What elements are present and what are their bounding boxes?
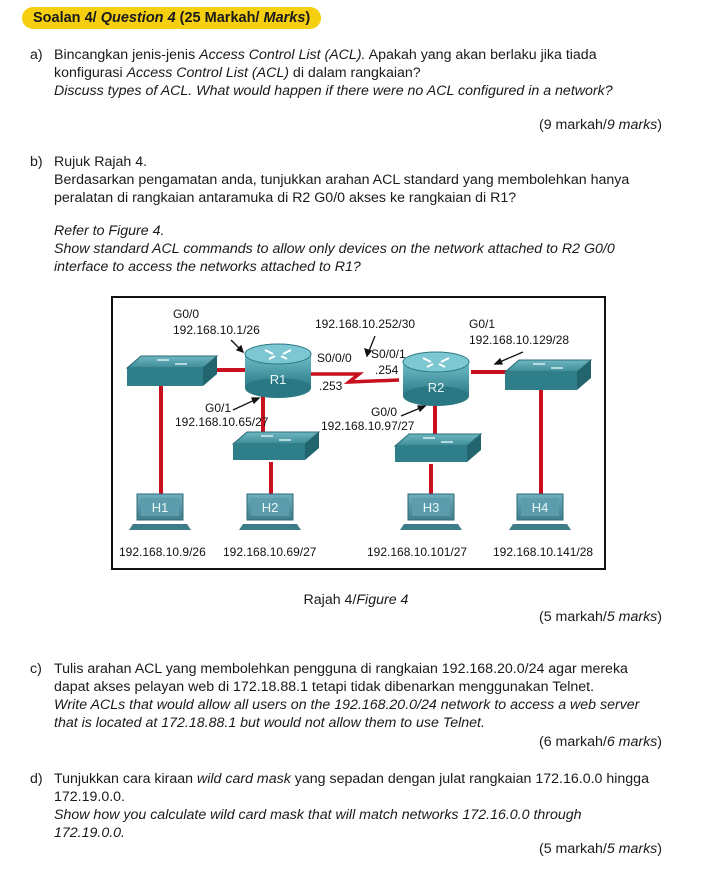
label-h4-ip: 192.168.10.141/28	[493, 545, 593, 559]
label-r2-s001: S0/0/1	[371, 347, 406, 361]
part-b-english-line1: Refer to Figure 4.	[54, 223, 165, 239]
switch-sw4	[503, 359, 593, 390]
part-b-malay-line3: peralatan di rangkaian antaramuka di R2 …	[54, 190, 517, 206]
label-h3-ip: 192.168.10.101/27	[367, 545, 467, 559]
switch-sw2	[231, 431, 321, 460]
pc-h3: H3	[400, 493, 462, 530]
part-a-malay-line2: konfigurasi Access Control List (ACL) di…	[54, 65, 421, 81]
label-r1-g01-ip: 192.168.10.65/27	[175, 415, 269, 429]
part-d-letter: d)	[30, 771, 43, 787]
part-c-english-line2: that is located at 172.18.88.1 but would…	[54, 715, 485, 731]
network-links	[159, 368, 543, 496]
network-topology-figure: R1 R2 H1 H2 H3 H4	[111, 296, 606, 570]
pc-h2: H2	[239, 493, 301, 530]
router-r1-label: R1	[270, 372, 287, 387]
label-r2-s001-ip: .254	[375, 363, 399, 377]
label-r2-g00-ip: 192.168.10.97/27	[321, 419, 415, 433]
part-b-letter: b)	[30, 154, 43, 170]
part-d-malay-line1: Tunjukkan cara kiraan wild card mask yan…	[54, 771, 649, 787]
label-r2-g01: G0/1	[469, 317, 495, 331]
label-r2-g01-ip: 192.168.10.129/28	[469, 333, 569, 347]
label-r1-g00-ip: 192.168.10.1/26	[173, 323, 260, 337]
part-d-english-line1: Show how you calculate wild card mask th…	[54, 807, 582, 823]
label-r1-s000-ip: .253	[319, 379, 343, 393]
part-d-english-line2: 172.19.0.0.	[54, 825, 125, 841]
pc-h4-label: H4	[532, 500, 549, 515]
label-h2-ip: 192.168.10.69/27	[223, 545, 317, 559]
pc-h1-label: H1	[152, 500, 169, 515]
part-b-english-line3: interface to access the networks attache…	[54, 259, 361, 275]
part-c-malay-line2: dapat akses pelayan web di 172.18.88.1 t…	[54, 679, 595, 695]
header-soalan: Soalan 4/	[33, 10, 101, 26]
part-c-malay-line1: Tulis arahan ACL yang membolehkan penggu…	[54, 661, 628, 677]
link-serial-r1-r2	[309, 372, 400, 384]
part-d-malay-line2: 172.19.0.0.	[54, 789, 125, 805]
part-c-marks: (6 markah/6 marks)	[539, 734, 662, 750]
pc-h1: H1	[129, 493, 191, 530]
switch-sw3	[393, 433, 483, 462]
switch-sw1	[125, 355, 219, 386]
question-header-badge: Soalan 4/ Question 4 (25 Markah/ Marks)	[22, 7, 322, 29]
part-c-letter: c)	[30, 661, 42, 677]
router-r2: R2	[402, 351, 470, 406]
header-marks-word: Marks	[263, 10, 306, 26]
header-question: Question 4	[100, 10, 176, 26]
pc-h3-label: H3	[423, 500, 440, 515]
pc-h4: H4	[509, 493, 571, 530]
part-b-marks: (5 markah/5 marks)	[539, 609, 662, 625]
header-close: )	[305, 10, 311, 26]
label-r2-g00: G0/0	[371, 405, 397, 419]
label-h1-ip: 192.168.10.9/26	[119, 545, 206, 559]
pc-h2-label: H2	[262, 500, 279, 515]
header-markah: (25 Markah/	[175, 10, 264, 26]
router-r2-label: R2	[428, 380, 445, 395]
label-r1-s000: S0/0/0	[317, 351, 352, 365]
part-a-marks: (9 markah/9 marks)	[539, 117, 662, 133]
label-r1-g01: G0/1	[205, 401, 231, 415]
part-a-letter: a)	[30, 47, 43, 63]
label-serial-net: 192.168.10.252/30	[315, 317, 415, 331]
label-r1-g00: G0/0	[173, 307, 199, 321]
part-b-english-line2: Show standard ACL commands to allow only…	[54, 241, 615, 257]
part-b-malay-line1: Rujuk Rajah 4.	[54, 154, 148, 170]
part-a-malay-line1: Bincangkan jenis-jenis Access Control Li…	[54, 47, 597, 63]
router-r1: R1	[244, 343, 312, 398]
part-d-marks: (5 markah/5 marks)	[539, 841, 662, 857]
part-c-english-line1: Write ACLs that would allow all users on…	[54, 697, 640, 713]
figure-caption: Rajah 4/Figure 4	[303, 592, 409, 608]
part-a-english-line1: Discuss types of ACL. What would happen …	[54, 83, 613, 99]
part-b-malay-line2: Berdasarkan pengamatan anda, tunjukkan a…	[54, 172, 630, 188]
